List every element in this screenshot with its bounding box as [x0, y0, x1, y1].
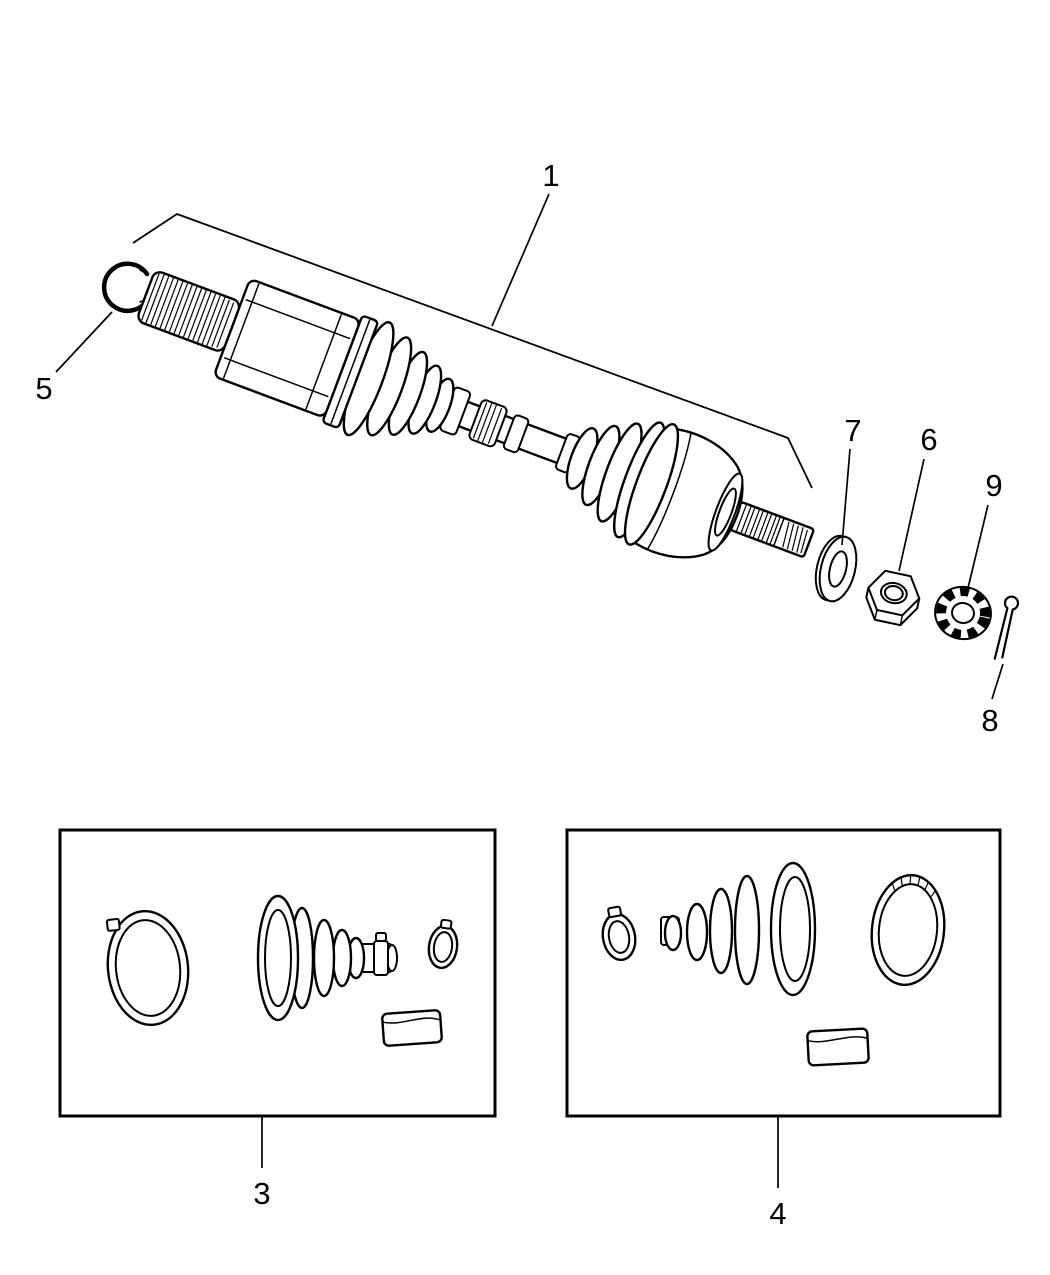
- inner-boot-kit-contents: [105, 894, 459, 1047]
- callout-8-leader: [991, 663, 1004, 700]
- kit3-boot: [256, 894, 398, 1022]
- washer: [814, 534, 858, 603]
- callout-9: 9: [985, 468, 1002, 503]
- kit4-grease-packet: [806, 1027, 870, 1067]
- outer-boot-kit-contents: [601, 861, 946, 1067]
- inner-boot: [342, 321, 455, 437]
- kit4-small-clamp: [601, 905, 637, 962]
- callout-7: 7: [844, 413, 861, 448]
- callout-7-leader: [841, 448, 851, 546]
- interconnect-shaft: [456, 399, 572, 466]
- boot-kit-box-3: [58, 828, 497, 1118]
- output-stub-shaft: [730, 501, 815, 558]
- callout-1-leader: [491, 193, 550, 327]
- hex-nut: [865, 569, 921, 627]
- callout-6: 6: [920, 422, 937, 457]
- cotter-pin: [993, 595, 1020, 660]
- outer-joint-housing: [623, 423, 744, 559]
- callout-1-bracket: [132, 213, 813, 489]
- callout-9-leader: [967, 504, 989, 589]
- callout-8: 8: [981, 703, 998, 738]
- kit3-large-clamp: [105, 909, 190, 1027]
- kit4-boot: [660, 861, 817, 997]
- callout-3: 3: [253, 1176, 270, 1211]
- callout-5-leader: [55, 311, 113, 373]
- callout-6-leader: [898, 458, 925, 572]
- axle-shaft-assembly: [137, 271, 815, 559]
- nut-lock: [934, 585, 992, 641]
- kit3-small-clamp: [427, 918, 459, 970]
- input-splined-stub: [137, 271, 241, 352]
- kit4-large-clamp: [870, 873, 946, 987]
- callout-4: 4: [769, 1196, 786, 1231]
- callout-5: 5: [35, 371, 52, 406]
- boot-kit-box-4: [565, 828, 1002, 1118]
- kit3-grease-packet: [381, 1009, 443, 1047]
- inner-boot-clamp: [439, 386, 472, 436]
- callout-1: 1: [542, 158, 559, 193]
- inner-joint-housing: [214, 279, 360, 417]
